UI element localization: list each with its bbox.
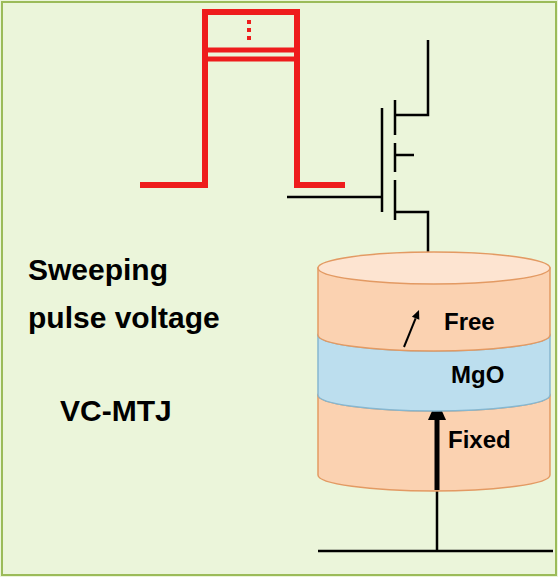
pulse-dot [247,36,251,40]
magnetization-arrow [435,420,440,490]
bottom-wire [436,488,439,551]
layer-side [318,335,550,411]
pulse-dot [247,28,251,32]
pulse-level [205,57,297,62]
channel-segment [394,143,397,172]
pulse-dot [247,20,251,24]
body-terminal [395,154,414,157]
drain-wire [395,40,428,115]
channel-segment [394,100,397,135]
annotation-label: Sweeping pulse voltage [28,246,233,342]
layer-top [318,252,550,284]
layer-name: Free [444,308,495,336]
gate-wire [287,196,382,199]
bottom-wire [318,488,553,551]
layer-side [318,395,550,491]
layer-name: Fixed [448,426,511,454]
pulse-waveform [140,12,345,185]
magnetization-arrowhead [412,310,419,320]
layer-top [318,319,550,351]
layer-outline [318,252,550,351]
channel-segment [394,180,397,220]
bottom-wire [318,550,553,553]
magnetization-arrow [404,318,416,347]
layer-name: MgO [451,361,504,389]
transistor-symbol [287,40,428,262]
layer-top [318,379,550,411]
magnetization-arrowhead [428,400,446,420]
free-layer: Free [318,252,550,351]
pulse-level [205,48,297,53]
device-label: VC-MTJ [60,387,260,435]
